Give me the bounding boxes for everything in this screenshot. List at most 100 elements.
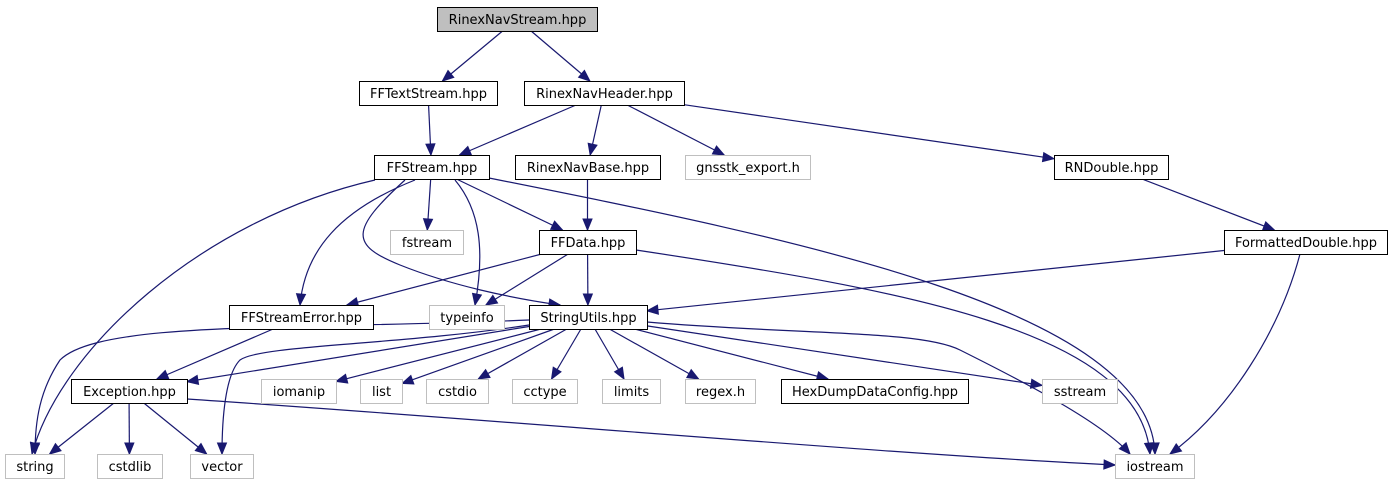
node-sstream: sstream [1042,379,1118,404]
arrowhead-icon [422,218,434,232]
arrowhead-icon [1261,220,1276,231]
node-rinexnavheader[interactable]: RinexNavHeader.hpp [524,81,685,106]
node-box [1115,454,1195,479]
node-formatteddouble[interactable]: FormattedDouble.hpp [1224,230,1388,255]
node-box [1042,379,1118,404]
node-regex: regex.h [685,379,756,404]
edge-FFStream-to-typeinfo [454,179,483,307]
node-box [426,379,489,404]
node-cctype: cctype [512,379,578,404]
edges-layer [29,30,1301,470]
edge-line [31,179,376,455]
node-rinexnavbase[interactable]: RinexNavBase.hpp [515,155,661,180]
node-label: sstream [1054,385,1106,400]
arrowhead-icon [425,143,436,157]
edge-RinexNavHeader-to-gnsstk_export [626,104,726,156]
edge-line [401,328,555,385]
node-box [71,379,188,404]
arrowhead-icon [441,69,455,82]
edge-line [335,328,542,382]
node-rinexnavstream[interactable]: RinexNavStream.hpp [437,7,598,32]
node-box [437,7,598,32]
edge-StringUtils-to-Exception [185,325,530,385]
edge-StringUtils-to-string [29,319,530,456]
node-stringutils[interactable]: StringUtils.hpp [529,305,648,330]
edge-FFData-to-typeinfo [484,253,569,306]
node-box [374,155,490,180]
edge-line [1141,178,1275,231]
edge-RinexNavHeader-to-RinexNavBase [587,104,602,157]
edge-Exception-to-iostream [186,398,1117,470]
node-box [261,379,337,404]
node-box [1054,155,1169,180]
arrowhead-icon [549,220,564,231]
node-label: list [372,385,391,400]
edge-line [186,398,1116,466]
node-box [390,230,464,255]
node-list: list [360,379,403,404]
node-label: regex.h [696,385,745,400]
edge-line [683,104,1055,160]
edge-StringUtils-to-iostream [646,321,1131,455]
edge-FFData-to-StringUtils [582,253,594,307]
edge-line [143,402,208,455]
edge-StringUtils-to-list [400,328,555,385]
node-label: limits [614,385,650,400]
edge-Exception-to-cstdlib [124,402,135,456]
edge-line [221,324,530,455]
arrowhead-icon [582,293,594,307]
node-box [602,379,661,404]
node-label: StringUtils.hpp [540,311,636,326]
node-typeinfo: typeinfo [429,305,505,330]
arrowhead-icon [48,442,62,455]
node-label: gnsstk_export.h [696,161,800,176]
node-box [685,379,756,404]
edge-FFTextStream-to-FFStream [425,104,436,157]
node-exception[interactable]: Exception.hpp [71,379,188,404]
edge-FormattedDouble-to-StringUtils [645,249,1225,315]
edge-line [646,321,1131,455]
arrowhead-icon [29,442,41,456]
edge-RinexNavHeader-to-RNDouble [683,104,1056,163]
arrowhead-icon [400,374,415,385]
edge-line [459,104,577,156]
node-fstream: fstream [390,230,464,255]
edge-line [186,325,530,383]
edge-FFData-to-iostream [635,249,1155,456]
node-label: cstdlib [109,460,152,475]
arrowhead-icon [295,293,307,307]
node-label: FormattedDouble.hpp [1235,236,1377,251]
edge-line [530,30,591,82]
edge-line [635,249,1151,455]
node-label: cctype [523,385,566,400]
node-label: iostream [1126,460,1183,475]
node-box [515,155,661,180]
edge-FFStream-to-FFData [456,178,564,231]
edge-line [626,104,725,156]
node-box [429,305,505,330]
node-label: RinexNavBase.hpp [527,161,649,176]
edge-RinexNavStream-to-RinexNavHeader [530,30,591,82]
node-ffdata[interactable]: FFData.hpp [539,230,637,255]
node-hexdumpdataconfig[interactable]: HexDumpDataConfig.hpp [781,379,969,404]
arrowhead-icon [1118,441,1131,455]
node-rndouble[interactable]: RNDouble.hpp [1054,155,1169,180]
node-label: fstream [402,236,452,251]
edge-StringUtils-to-cctype [550,328,582,381]
node-fftextstream[interactable]: FFTextStream.hpp [359,81,498,106]
edge-line [485,253,569,306]
node-cstdio: cstdio [426,379,489,404]
edge-StringUtils-to-HexDumpDataConfig [634,328,830,382]
node-ffstreamerror[interactable]: FFStreamError.hpp [229,305,374,330]
node-vector: vector [190,454,254,479]
node-label: FFData.hpp [551,236,626,251]
arrowhead-icon [194,442,208,455]
edge-RNDouble-to-FormattedDouble [1141,178,1276,231]
node-label: HexDumpDataConfig.hpp [792,385,958,400]
node-box [529,305,648,330]
node-label: FFTextStream.hpp [370,87,487,102]
node-ffstream[interactable]: FFStream.hpp [374,155,490,180]
node-label: RinexNavHeader.hpp [536,87,673,102]
node-label: RinexNavStream.hpp [449,13,587,28]
